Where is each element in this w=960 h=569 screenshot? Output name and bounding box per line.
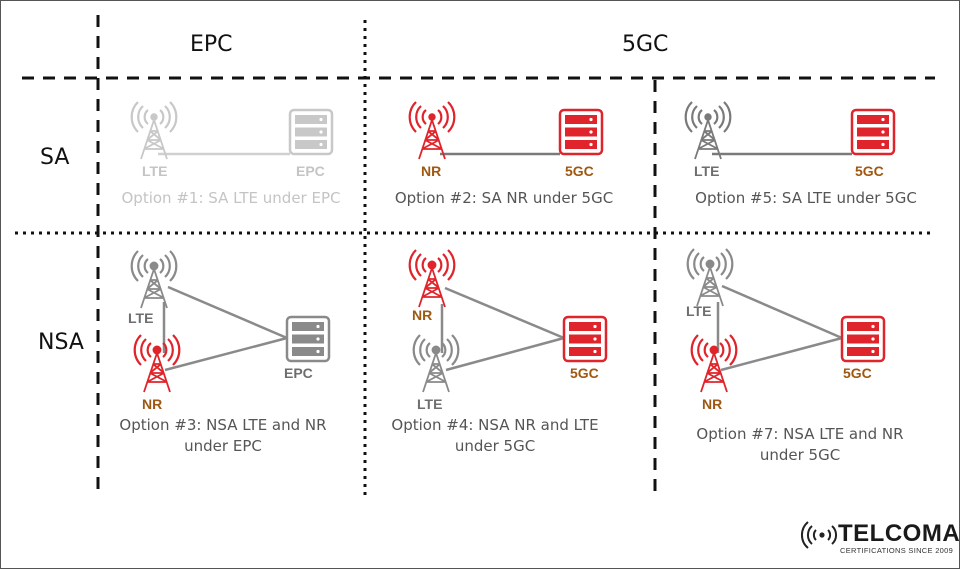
- option-4-diagram: [408, 248, 608, 394]
- telcoma-logo-icon: [801, 521, 838, 549]
- lte-tower-icon: [130, 100, 178, 161]
- option-5-diagram: [684, 100, 896, 161]
- column-header-epc: EPC: [190, 32, 233, 57]
- option-3-diagram: [130, 249, 331, 394]
- nr-tower-icon: [408, 248, 456, 309]
- logo-name: TELCOMA: [838, 520, 960, 547]
- option-3-core-label: EPC: [284, 365, 313, 381]
- option-3-caption: Option #3: NSA LTE and NR under EPC: [100, 415, 346, 457]
- server-icon: [850, 108, 896, 156]
- grid-lines: [15, 15, 935, 497]
- option-4-link-nr-core: [444, 286, 565, 340]
- option-1-core-label: EPC: [296, 163, 325, 179]
- option-7-core-label: 5GC: [843, 365, 872, 381]
- option-4-caption-line-2: under 5GC: [454, 437, 536, 455]
- option-7-diagram: [686, 247, 886, 394]
- option-7-link-nr-core: [720, 336, 843, 372]
- option-3-caption-line-1: Option #3: NSA LTE and NR: [119, 416, 327, 434]
- option-5-core-label: 5GC: [855, 163, 884, 179]
- option-2-caption: Option #2: SA NR under 5GC: [394, 189, 614, 207]
- option-3-caption-line-2: under EPC: [184, 437, 262, 455]
- lte-tower-icon: [130, 249, 178, 310]
- server-icon: [288, 108, 334, 156]
- logo-tagline: CERTIFICATIONS SINCE 2009: [840, 546, 954, 555]
- option-5-lte-label: LTE: [694, 163, 720, 179]
- option-7-caption: Option #7: NSA LTE and NR under 5GC: [677, 424, 923, 466]
- option-3-link-lte-core: [167, 285, 288, 340]
- server-icon: [285, 315, 331, 363]
- option-7-caption-line-1: Option #7: NSA LTE and NR: [696, 425, 904, 443]
- option-2-diagram: [408, 100, 604, 161]
- server-icon: [562, 315, 608, 363]
- option-3-link-nr-core: [164, 336, 288, 372]
- server-icon: [840, 315, 886, 363]
- option-1-lte-label: LTE: [142, 163, 168, 179]
- option-4-lte-label: LTE: [417, 396, 443, 412]
- column-header-5gc: 5GC: [622, 32, 669, 57]
- nr-tower-icon: [133, 333, 181, 394]
- option-1-diagram: [130, 100, 334, 161]
- lte-tower-icon: [412, 333, 460, 394]
- option-7-caption-line-2: under 5GC: [759, 446, 841, 464]
- lte-tower-icon: [684, 100, 732, 161]
- option-4-link-lte-core: [445, 336, 565, 372]
- row-header-nsa: NSA: [38, 330, 84, 355]
- option-3-nr-label: NR: [142, 396, 163, 412]
- option-2-nr-label: NR: [421, 163, 442, 179]
- option-4-caption-line-1: Option #4: NSA NR and LTE: [391, 416, 599, 434]
- option-4-caption: Option #4: NSA NR and LTE under 5GC: [370, 415, 620, 457]
- option-5-caption: Option #5: SA LTE under 5GC: [695, 189, 917, 207]
- server-icon: [558, 108, 604, 156]
- lte-tower-icon: [686, 247, 734, 308]
- option-1-caption: Option #1: SA LTE under EPC: [121, 189, 341, 207]
- nr-tower-icon: [690, 333, 738, 394]
- option-2-core-label: 5GC: [565, 163, 594, 179]
- row-header-sa: SA: [40, 145, 70, 170]
- option-4-core-label: 5GC: [570, 365, 599, 381]
- option-7-lte-label: LTE: [686, 303, 712, 319]
- option-7-nr-label: NR: [702, 396, 723, 412]
- option-3-lte-label: LTE: [128, 310, 154, 326]
- option-7-link-lte-core: [721, 284, 843, 340]
- option-4-nr-label: NR: [412, 307, 433, 323]
- nr-tower-icon: [408, 100, 456, 161]
